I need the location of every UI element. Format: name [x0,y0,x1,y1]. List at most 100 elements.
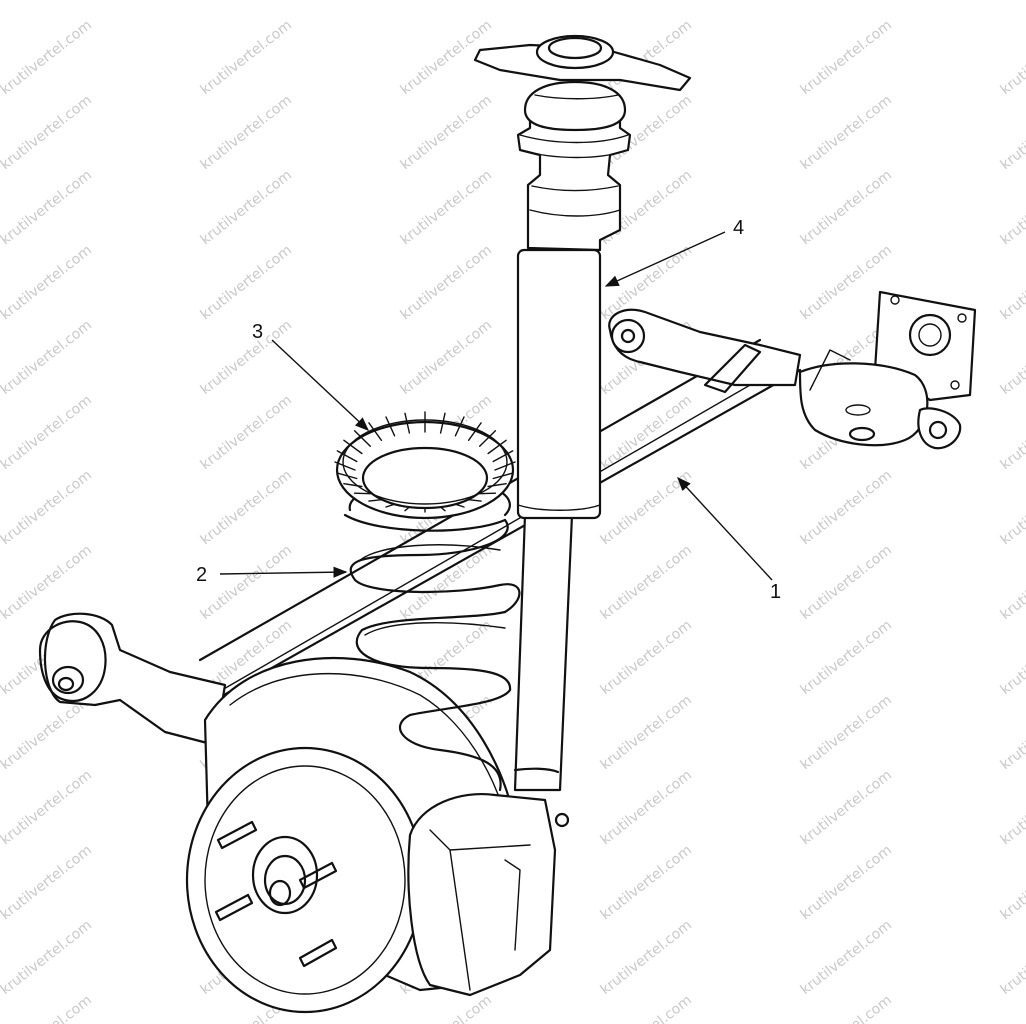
watermark-text: krutilvertel.com [398,167,495,248]
insulator-tooth [404,506,411,512]
watermark-text: krutilvertel.com [998,92,1026,173]
insulator-tooth [492,472,514,480]
insulator-tooth [343,439,363,455]
watermark-text: krutilvertel.com [398,317,495,398]
brake-drum [185,656,570,1014]
leader-1 [677,476,773,581]
watermark-text: krutilvertel.com [198,317,295,398]
insulator-tooth [385,416,396,437]
insulator-tooth [336,472,358,480]
watermark-text: krutilvertel.com [798,842,895,923]
watermark-text: krutilvertel.com [798,767,895,848]
watermark-text: krutilvertel.com [998,467,1026,548]
watermark-text: krutilvertel.com [598,542,695,623]
callout-3: 3 [252,321,263,343]
wheel-studs [214,820,338,968]
watermark-text: krutilvertel.com [998,242,1026,323]
insulator-tooth [343,483,363,488]
watermark-text: krutilvertel.com [0,392,95,473]
callout-2: 2 [196,564,207,586]
watermark-text: krutilvertel.com [998,767,1026,848]
watermark-text: krutilvertel.com [998,692,1026,773]
watermark-text: krutilvertel.com [198,167,295,248]
watermark-text: krutilvertel.com [398,992,495,1024]
callout-leaders [219,231,773,581]
watermark-text: krutilvertel.com [398,92,495,173]
watermark-text: krutilvertel.com [198,92,295,173]
watermark-text: krutilvertel.com [0,17,95,98]
insulator-tooth [353,492,371,495]
insulator-tooth [368,499,383,502]
watermark-text: krutilvertel.com [798,692,895,773]
watermark-text: krutilvertel.com [998,542,1026,623]
spring-insulator [334,411,516,520]
callout-4: 4 [733,217,744,239]
watermark-text: krutilvertel.com [798,167,895,248]
watermark-text: krutilvertel.com [598,617,695,698]
watermark-text: krutilvertel.com [598,842,695,923]
insulator-tooth [487,439,507,455]
watermark-text: krutilvertel.com [998,392,1026,473]
watermark-text: krutilvertel.com [598,692,695,773]
insulator-tooth [454,503,465,508]
watermark-text: krutilvertel.com [398,242,495,323]
watermark-text: krutilvertel.com [0,92,95,173]
watermark-text: krutilvertel.com [998,17,1026,98]
insulator-tooth [439,506,446,512]
watermark-text: krutilvertel.com [0,767,95,848]
watermark-text: krutilvertel.com [998,167,1026,248]
watermark-text: krutilvertel.com [798,467,895,548]
insulator-teeth [334,411,516,513]
insulator-tooth [487,483,507,488]
insulator-tooth [479,492,497,495]
insulator-tooth [404,412,411,434]
insulator-tooth [385,503,396,508]
watermark-text: krutilvertel.com [998,317,1026,398]
watermark-text: krutilvertel.com [198,542,295,623]
leader-4 [604,231,726,287]
rear-axle-beam [38,290,977,747]
insulator-tooth [492,450,514,463]
watermark-text: krutilvertel.com [0,842,95,923]
watermark-text: krutilvertel.com [998,992,1026,1024]
insulator-tooth [368,422,383,441]
watermark-text: krutilvertel.com [998,842,1026,923]
watermark-text: krutilvertel.com [798,17,895,98]
watermark-text: krutilvertel.com [998,617,1026,698]
watermark-text: krutilvertel.com [0,992,95,1024]
watermark-text: krutilvertel.com [198,467,295,548]
leader-3 [271,339,370,431]
watermark-text: krutilvertel.com [798,992,895,1024]
watermark-text: krutilvertel.com [198,242,295,323]
watermark-text: krutilvertel.com [798,917,895,998]
watermark-text: krutilvertel.com [598,767,695,848]
watermark-text: krutilvertel.com [0,167,95,248]
insulator-tooth [494,461,516,471]
watermark-text: krutilvertel.com [0,917,95,998]
watermark-text: krutilvertel.com [598,917,695,998]
watermark-text: krutilvertel.com [0,317,95,398]
shock-absorber [473,34,692,792]
watermark-text: krutilvertel.com [198,392,295,473]
insulator-tooth [336,450,358,463]
watermark-text: krutilvertel.com [598,467,695,548]
watermark-text: krutilvertel.com [598,992,695,1024]
watermark-text: krutilvertel.com [0,542,95,623]
insulator-tooth [467,422,482,441]
watermark-text: krutilvertel.com [0,467,95,548]
insulator-tooth [454,416,465,437]
insulator-tooth [353,430,371,447]
leader-2 [219,566,348,578]
watermark-text: krutilvertel.com [798,617,895,698]
insulator-tooth [439,412,446,434]
watermark-text: krutilvertel.com [998,917,1026,998]
watermark-text: krutilvertel.com [0,242,95,323]
insulator-tooth [479,430,497,447]
watermark-text: krutilvertel.com [798,542,895,623]
watermark-text: krutilvertel.com [798,92,895,173]
insulator-tooth [467,499,482,502]
watermark-text: krutilvertel.com [198,17,295,98]
callout-1: 1 [770,581,781,603]
insulator-tooth [334,461,356,471]
